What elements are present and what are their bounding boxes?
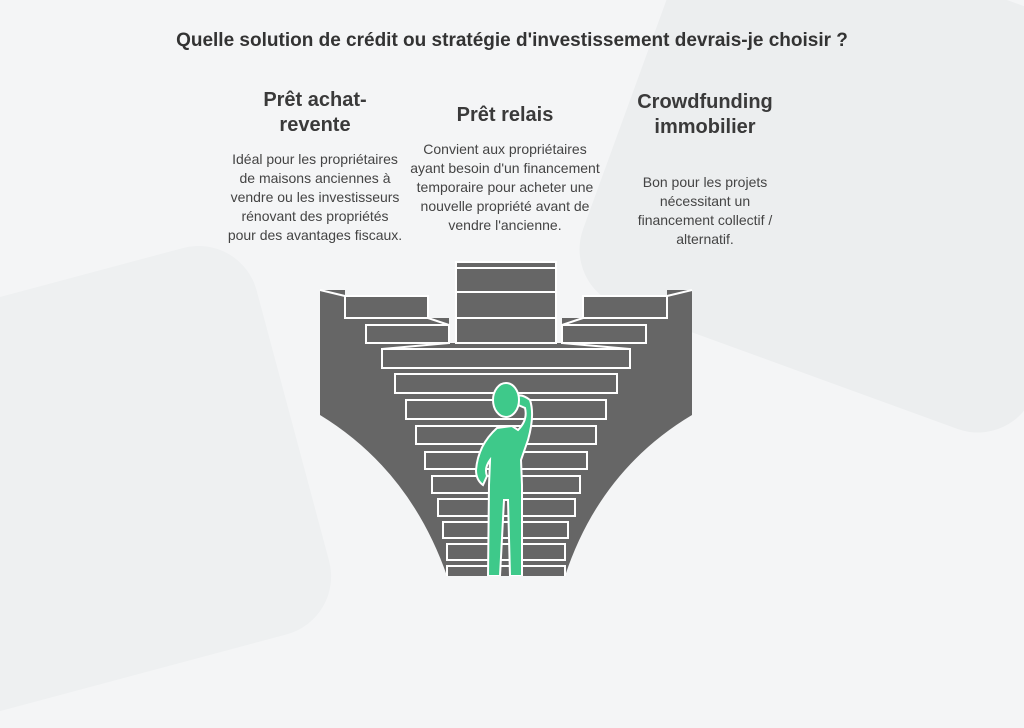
person-figure [474,382,534,576]
option-description: Bon pour les projets nécessitant un fina… [637,174,773,247]
option-pret-relais: Prêt relais Convient aux propriétaires a… [405,103,605,235]
option-pret-achat-revente: Prêt achat-revente Idéal pour les propri… [215,88,415,245]
option-description: Idéal pour les propriétaires de maisons … [227,151,403,243]
page-title: Quelle solution de crédit ou stratégie d… [176,30,848,51]
staircase-illustration [319,261,693,576]
option-title: Crowdfunding immobilier [637,91,773,138]
staircase [319,261,693,576]
option-title: Prêt achat-revente [263,89,367,136]
option-title: Prêt relais [456,104,554,126]
option-description: Convient aux propriétaires ayant besoin … [410,141,600,233]
option-crowdfunding-immobilier: Crowdfunding immobilier Bon pour les pro… [605,90,805,249]
